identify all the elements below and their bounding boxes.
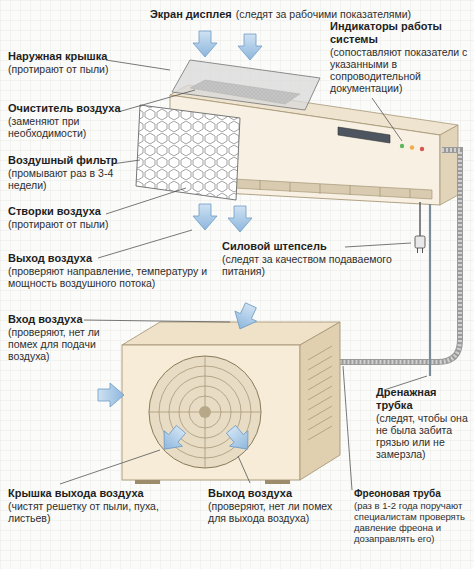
- callout-label: Створки воздуха(протирают от пыли): [8, 205, 133, 230]
- part-note: (промывают раз в 3-4 недели): [8, 167, 123, 191]
- part-note: (протирают от пыли): [8, 63, 138, 75]
- part-name: Крышка выхода воздуха: [8, 487, 198, 500]
- callout-label: Фреоновая труба(раз в 1-2 года поручают …: [354, 488, 470, 544]
- part-note: (следят за рабочими показателями): [236, 8, 411, 20]
- part-note: (следят за качеством подаваемого питания…: [222, 253, 392, 277]
- part-name: Воздушный фильтр: [8, 154, 123, 167]
- part-name: Створки воздуха: [8, 205, 133, 218]
- callout-label: Силовой штепсель(следят за качеством под…: [222, 240, 392, 277]
- part-name: Экран дисплея: [150, 8, 232, 20]
- display-screen: [338, 127, 390, 143]
- part-name: Индикаторы работы системы: [330, 20, 468, 46]
- callout-label: Индикаторы работы системы(сопоставляют п…: [330, 20, 468, 94]
- power-plug: [415, 236, 425, 248]
- callout-label: Крышка выхода воздуха(чистят решетку от …: [8, 487, 198, 524]
- part-note: (заменяют при необходимости): [8, 115, 133, 139]
- part-name: Фреоновая труба: [354, 488, 470, 500]
- part-note: (протирают от пыли): [8, 218, 133, 230]
- outer-cover: [172, 60, 320, 110]
- part-name: Силовой штепсель: [222, 240, 392, 253]
- outdoor-unit: [122, 322, 340, 484]
- part-name: Наружная крышка: [8, 50, 138, 63]
- part-note: (сопоставляют показатели с указанными в …: [330, 46, 468, 94]
- callout-label: Выход воздуха(проверяют, нет ли помех дл…: [208, 487, 340, 524]
- callout-label: Выход воздуха(проверяют направление, тем…: [8, 252, 213, 289]
- callout-label: Дренажная трубка(следят, чтобы она не бы…: [376, 386, 470, 460]
- callout-label: Воздушный фильтр(промывают раз в 3-4 нед…: [8, 154, 123, 191]
- part-name: Очиститель воздуха: [8, 102, 133, 115]
- part-name: Вход воздуха: [8, 313, 113, 326]
- part-note: (проверяют, нет ли помех для выхода возд…: [208, 500, 340, 524]
- callout-label: Наружная крышка(протирают от пыли): [8, 50, 138, 75]
- part-note: (проверяют, нет ли помех для подачи возд…: [8, 326, 113, 362]
- power-cord: [419, 202, 420, 236]
- drain-tube: [429, 204, 431, 376]
- part-name: Выход воздуха: [208, 487, 340, 500]
- callout-label: Очиститель воздуха(заменяют при необходи…: [8, 102, 133, 139]
- part-name: Выход воздуха: [8, 252, 213, 265]
- part-name: Дренажная трубка: [376, 386, 470, 412]
- callout-label: Экран дисплея (следят за рабочими показат…: [150, 4, 470, 22]
- part-note: (проверяют направление, температуру и мо…: [8, 265, 213, 289]
- air-filter: [136, 105, 240, 200]
- part-note: (раз в 1-2 года поручают специалистам пр…: [354, 500, 470, 544]
- part-note: (следят, чтобы она не была забита грязью…: [376, 412, 470, 460]
- callout-label: Вход воздуха(проверяют, нет ли помех для…: [8, 313, 113, 362]
- part-note: (чистят решетку от пыли, пуха, листьев): [8, 500, 198, 524]
